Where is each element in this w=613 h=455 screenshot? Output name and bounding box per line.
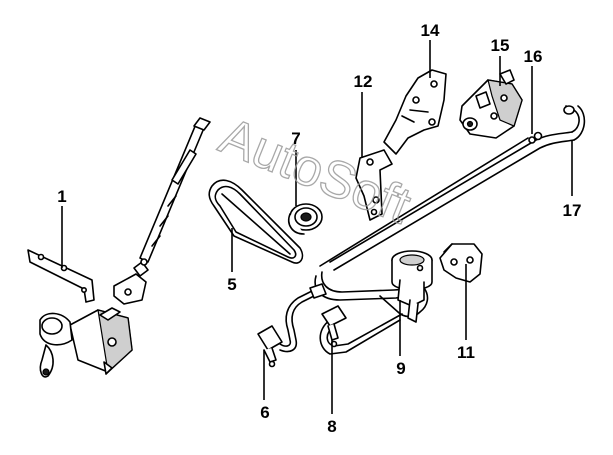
steering-pump-assembly	[39, 307, 133, 378]
callout-9: 9	[396, 359, 405, 378]
callout-12: 12	[354, 72, 373, 91]
part-9-reservoir	[391, 250, 433, 323]
part-7-pulley	[288, 203, 323, 235]
callout-11: 11	[457, 343, 475, 362]
part-5-drive-belt	[208, 179, 304, 264]
part-1-bracket	[27, 249, 95, 303]
part-16-17-pipes	[319, 105, 586, 271]
callout-17: 17	[563, 201, 582, 220]
callout-15: 15	[491, 36, 510, 55]
part-15-pump	[459, 69, 523, 139]
steering-shaft	[139, 117, 211, 266]
part-8-return-pipe	[319, 305, 403, 355]
leader-lines	[61, 40, 573, 414]
part-11-bracket	[439, 243, 483, 283]
coupling-joint	[113, 261, 149, 305]
callout-5: 5	[227, 275, 236, 294]
callout-14: 14	[421, 21, 440, 40]
callout-6: 6	[260, 403, 269, 422]
callout-8: 8	[327, 417, 336, 436]
callout-labels: 1 5 6 7 8 9 11 12 14 15 16 17	[57, 21, 581, 436]
callout-16: 16	[524, 47, 543, 66]
part-6-pressure-pipe	[257, 283, 327, 368]
part-14-bracket	[383, 69, 447, 155]
callout-7: 7	[291, 129, 300, 148]
callout-1: 1	[57, 187, 66, 206]
part-12-bracket	[355, 149, 393, 221]
